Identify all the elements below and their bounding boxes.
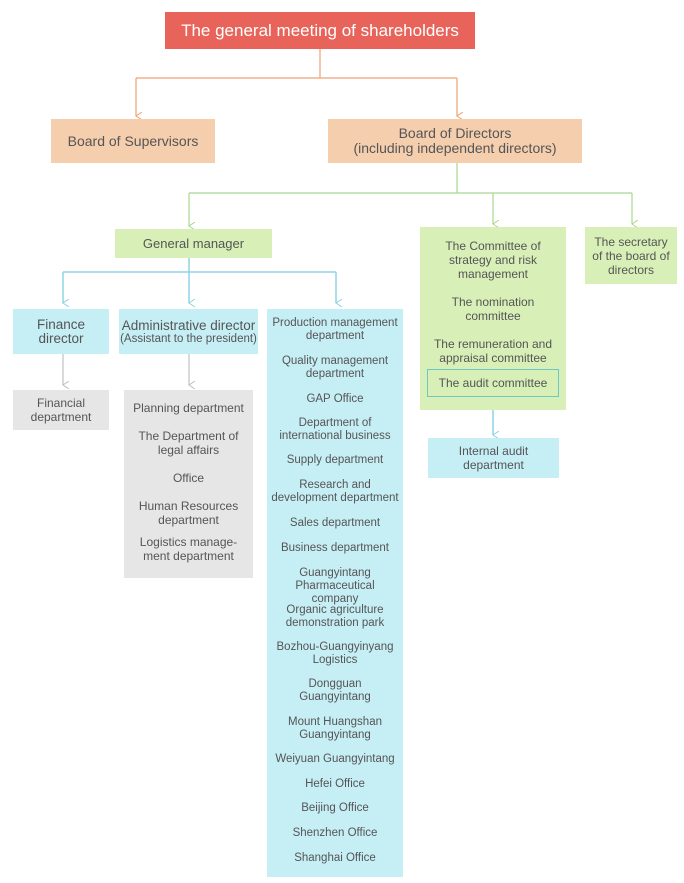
production-departments-column: Production management department Quality… bbox=[267, 309, 403, 877]
administrative-director-node: Administrative director (Assistant to th… bbox=[119, 309, 258, 354]
board-secretary-label: The secretary of the board of directors bbox=[592, 234, 670, 277]
connector-gm-trunk bbox=[63, 258, 336, 273]
production-department-item: Organic agriculture demonstration park bbox=[285, 603, 385, 629]
committee-strategy: The Committee of strategy and risk manag… bbox=[445, 239, 541, 281]
board-of-supervisors-node: Board of Supervisors bbox=[51, 119, 215, 163]
production-department-item: Production management department bbox=[272, 317, 398, 342]
production-department-item: Shenzhen Office bbox=[292, 827, 378, 840]
administrative-director-label: Administrative director bbox=[121, 317, 256, 333]
general-manager-label: General manager bbox=[142, 236, 245, 251]
finance-director-node: Finance director bbox=[13, 309, 109, 354]
admin-department-item: Planning department bbox=[133, 401, 244, 415]
board-of-directors-label: Board of Directors bbox=[398, 125, 512, 141]
production-department-item: Mount Huangshan Guangyintang bbox=[288, 715, 382, 741]
production-department-item: Supply department bbox=[286, 454, 384, 467]
production-department-item: Beijing Office bbox=[301, 802, 369, 815]
production-department-item: Dongguan Guangyintang bbox=[299, 678, 371, 704]
committee-nomination: The nomination committee bbox=[451, 295, 535, 323]
administrative-director-sublabel: (Assistant to the president) bbox=[120, 332, 257, 345]
admin-departments-column: Planning department The Department of le… bbox=[124, 390, 253, 578]
production-department-item: Shanghai Office bbox=[294, 852, 376, 865]
committee-audit: The audit committee bbox=[427, 369, 559, 397]
board-secretary-node: The secretary of the board of directors bbox=[585, 227, 677, 284]
connector-directors-trunk bbox=[189, 163, 632, 194]
shareholders-meeting-node: The general meeting of shareholders bbox=[165, 12, 475, 49]
production-department-item: Research and development department bbox=[271, 479, 399, 505]
board-of-supervisors-label: Board of Supervisors bbox=[67, 133, 199, 149]
production-department-item: Weiyuan Guangyintang bbox=[275, 752, 395, 765]
board-of-directors-node: Board of Directors (including independen… bbox=[328, 119, 582, 163]
admin-department-item: Logistics manage-ment department bbox=[139, 535, 238, 563]
financial-department-node: Financial department bbox=[13, 390, 109, 430]
production-department-item: Department of international business bbox=[279, 417, 391, 443]
internal-audit-label: Internal audit department bbox=[458, 444, 529, 472]
committees-node: The Committee of strategy and risk manag… bbox=[420, 227, 566, 410]
production-department-item: GAP Office bbox=[306, 392, 364, 405]
internal-audit-node: Internal audit department bbox=[428, 438, 559, 478]
production-department-item: Guangyintang Pharmaceutical company bbox=[295, 566, 375, 605]
connector-shareholders-trunk bbox=[136, 49, 457, 79]
admin-department-item: Office bbox=[172, 471, 205, 485]
finance-director-label: Finance director bbox=[36, 316, 86, 346]
committee-remuneration: The remuneration and appraisal committee bbox=[433, 337, 553, 365]
shareholders-meeting-label: The general meeting of shareholders bbox=[181, 20, 459, 40]
production-department-item: Business department bbox=[280, 541, 390, 554]
admin-department-item: The Department of legal affairs bbox=[138, 429, 239, 457]
production-department-item: Hefei Office bbox=[305, 777, 365, 790]
financial-department-label: Financial department bbox=[30, 396, 92, 424]
production-department-item: Bozhou-Guangyinyang Logistics bbox=[276, 641, 394, 667]
general-manager-node: General manager bbox=[115, 229, 272, 258]
admin-department-item: Human Resources department bbox=[138, 499, 239, 527]
board-of-directors-sublabel: (including independent directors) bbox=[353, 140, 557, 156]
production-department-item: Sales department bbox=[289, 516, 381, 529]
production-department-item: Quality management department bbox=[281, 354, 389, 380]
